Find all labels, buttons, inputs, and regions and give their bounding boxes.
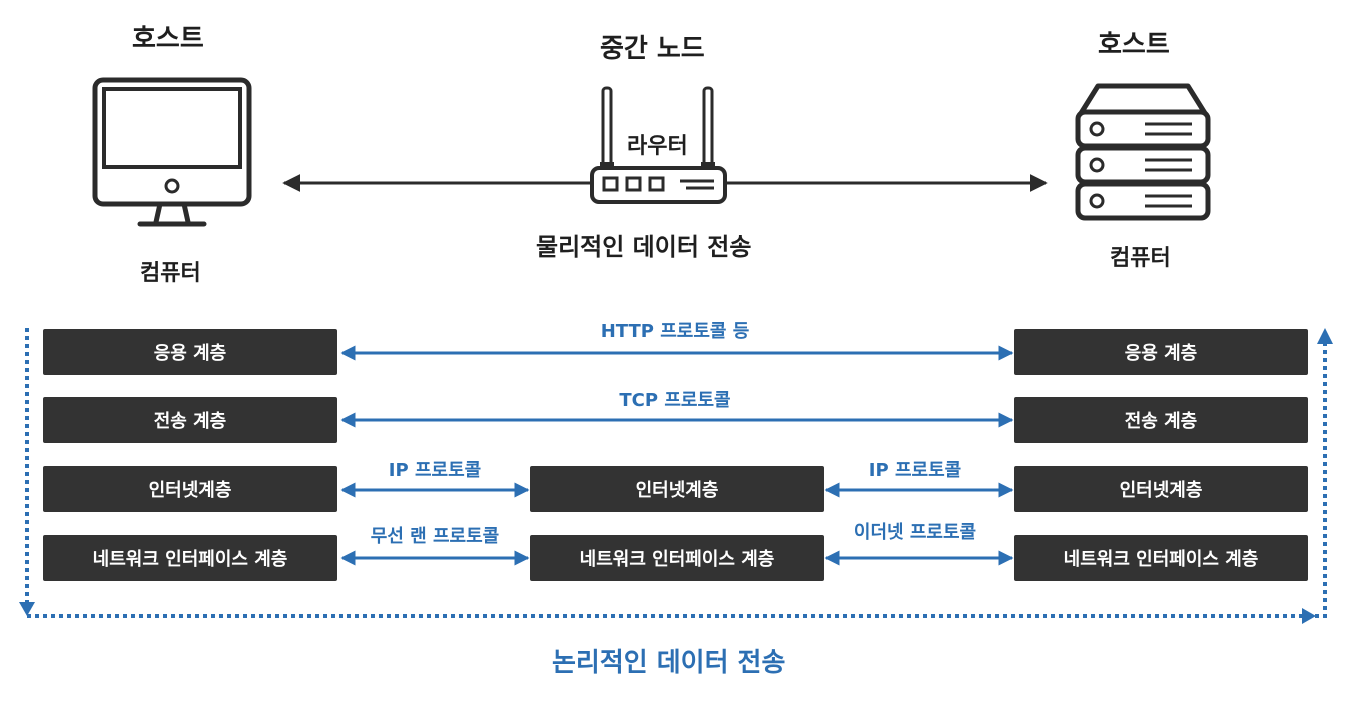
left-transport-layer: 전송 계층	[43, 397, 337, 443]
network-protocol-label-right: 이더넷 프로토콜	[853, 522, 977, 543]
middle-network-interface-layer: 네트워크 인터페이스 계층	[530, 535, 824, 581]
left-host-title: 호스트	[132, 24, 204, 54]
logical-arrowhead-up	[1317, 328, 1333, 344]
router-label: 라우터	[627, 134, 688, 159]
middle-node-title: 중간 노드	[600, 34, 705, 64]
left-host-caption: 컴퓨터	[140, 261, 201, 286]
transport-protocol-label: TCP 프로토콜	[619, 390, 731, 411]
right-network-interface-layer: 네트워크 인터페이스 계층	[1014, 535, 1308, 581]
logical-arrowhead-down	[19, 602, 35, 616]
internet-protocol-label-right: IP 프로토콜	[868, 460, 962, 481]
logical-transfer-path	[25, 328, 1327, 618]
internet-protocol-label-left: IP 프로토콜	[388, 460, 482, 481]
server-icon	[1075, 83, 1211, 221]
logical-arrowhead-right	[1302, 608, 1316, 624]
right-host-caption: 컴퓨터	[1110, 246, 1171, 271]
router-icon	[590, 86, 727, 204]
left-application-layer: 응용 계층	[43, 329, 337, 375]
application-protocol-label: HTTP 프로토콜 등	[600, 321, 750, 342]
right-internet-layer: 인터넷계층	[1014, 466, 1308, 512]
physical-transfer-caption: 물리적인 데이터 전송	[536, 233, 752, 261]
right-transport-layer: 전송 계층	[1014, 397, 1308, 443]
right-application-layer: 응용 계층	[1014, 329, 1308, 375]
logical-transfer-caption: 논리적인 데이터 전송	[552, 648, 786, 678]
left-network-interface-layer: 네트워크 인터페이스 계층	[43, 535, 337, 581]
left-internet-layer: 인터넷계층	[43, 466, 337, 512]
middle-internet-layer: 인터넷계층	[530, 466, 824, 512]
right-host-title: 호스트	[1098, 30, 1170, 60]
network-protocol-label-left: 무선 랜 프로토콜	[370, 526, 500, 547]
monitor-icon	[92, 77, 252, 227]
